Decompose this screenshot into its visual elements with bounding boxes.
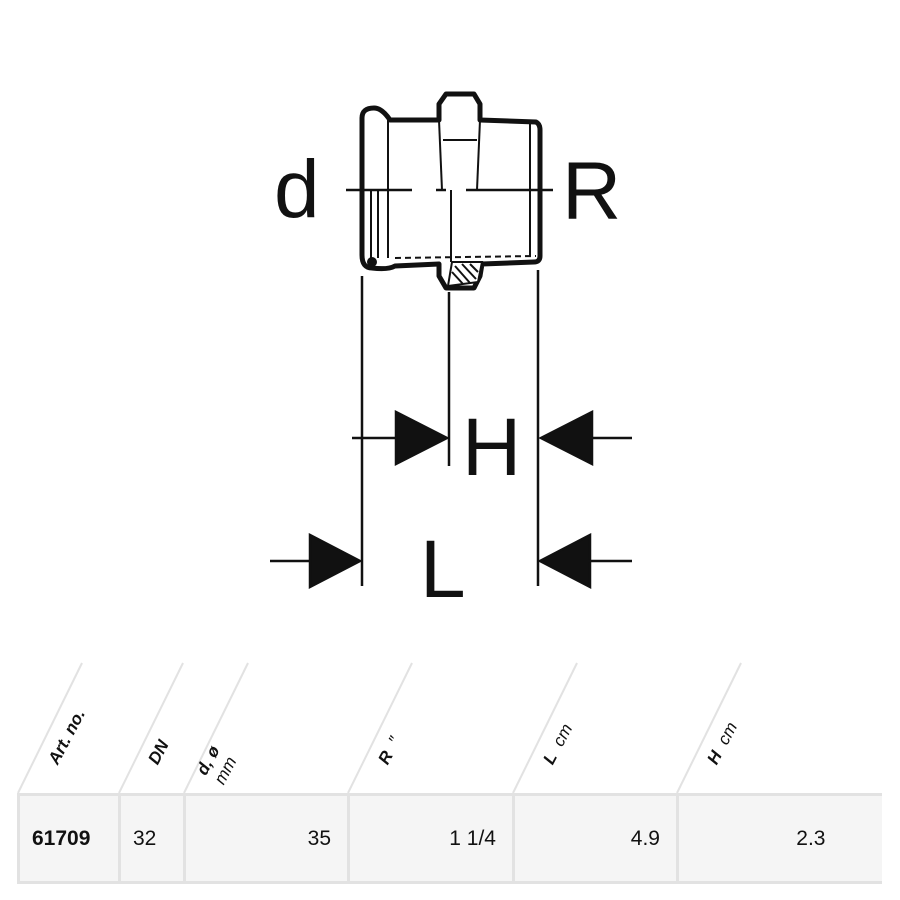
cell-l: 4.9 <box>512 793 679 884</box>
dimension-table: 61709 32 35 1 1/4 4.9 2.3 <box>17 793 882 884</box>
fitting-details <box>370 119 537 288</box>
cell-r: 1 1/4 <box>347 793 515 884</box>
header-dividers <box>17 662 742 794</box>
arrow-left-icon <box>537 532 592 590</box>
fitting-outline <box>359 91 543 291</box>
dimension-arrows <box>270 409 632 590</box>
o-ring <box>367 257 377 267</box>
label-H: H <box>462 402 521 493</box>
cell-h: 2.3 <box>676 793 882 884</box>
arrow-right-icon <box>394 409 450 467</box>
cell-art-no: 61709 <box>17 793 121 884</box>
cell-dn: 32 <box>118 793 186 884</box>
arrow-right-icon <box>308 532 363 590</box>
label-R: R <box>562 146 621 237</box>
cell-d: 35 <box>183 793 350 884</box>
extension-lines <box>360 270 540 586</box>
label-L: L <box>420 524 466 615</box>
fitting-dimension-drawing: d R H L <box>270 91 632 615</box>
label-d: d <box>274 144 320 235</box>
table-row: 61709 32 35 1 1/4 4.9 2.3 <box>17 793 882 884</box>
arrow-left-icon <box>538 409 594 467</box>
